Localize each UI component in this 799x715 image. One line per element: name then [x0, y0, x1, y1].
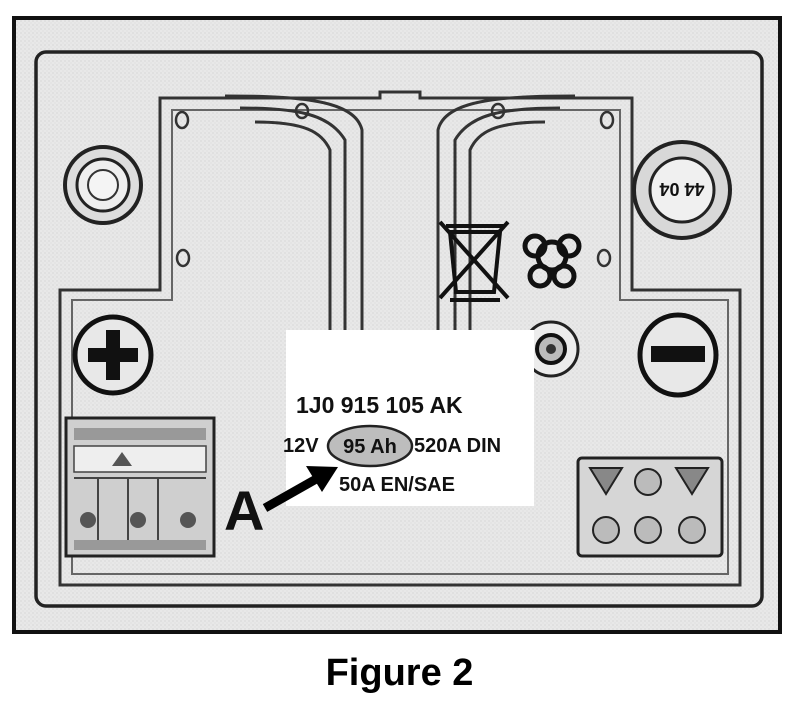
- spec-voltage: 12V: [283, 435, 319, 457]
- inner-frame: [34, 50, 764, 608]
- handle-channels: [224, 94, 576, 340]
- lid-outline: [58, 90, 742, 587]
- figure-caption: Figure 2: [325, 652, 474, 694]
- spec-capacity: 95 Ah: [343, 436, 397, 458]
- right-vent-cap-icon: 44 04: [632, 140, 732, 240]
- spec-en: 50A EN/SAE: [339, 474, 455, 496]
- right-warning-label: [576, 456, 724, 558]
- negative-terminal-icon: [637, 312, 719, 398]
- crossed-bin-icon: [438, 220, 510, 302]
- pointer-arrow: [262, 466, 338, 512]
- lid-inner-outline: [71, 109, 729, 575]
- charge-indicator-icon: [522, 320, 580, 378]
- pointer-label: A: [224, 479, 264, 542]
- left-warning-label: [64, 416, 216, 558]
- cap-number: 44 04: [659, 179, 704, 199]
- part-number: 1J0 915 105 AK: [296, 392, 463, 418]
- left-vent-cap-icon: [63, 145, 143, 225]
- capacity-highlight-oval: [326, 424, 414, 468]
- positive-terminal-icon: [72, 314, 154, 396]
- spec-din: 520A DIN: [414, 435, 501, 457]
- recycle-symbol-icon: [522, 233, 582, 289]
